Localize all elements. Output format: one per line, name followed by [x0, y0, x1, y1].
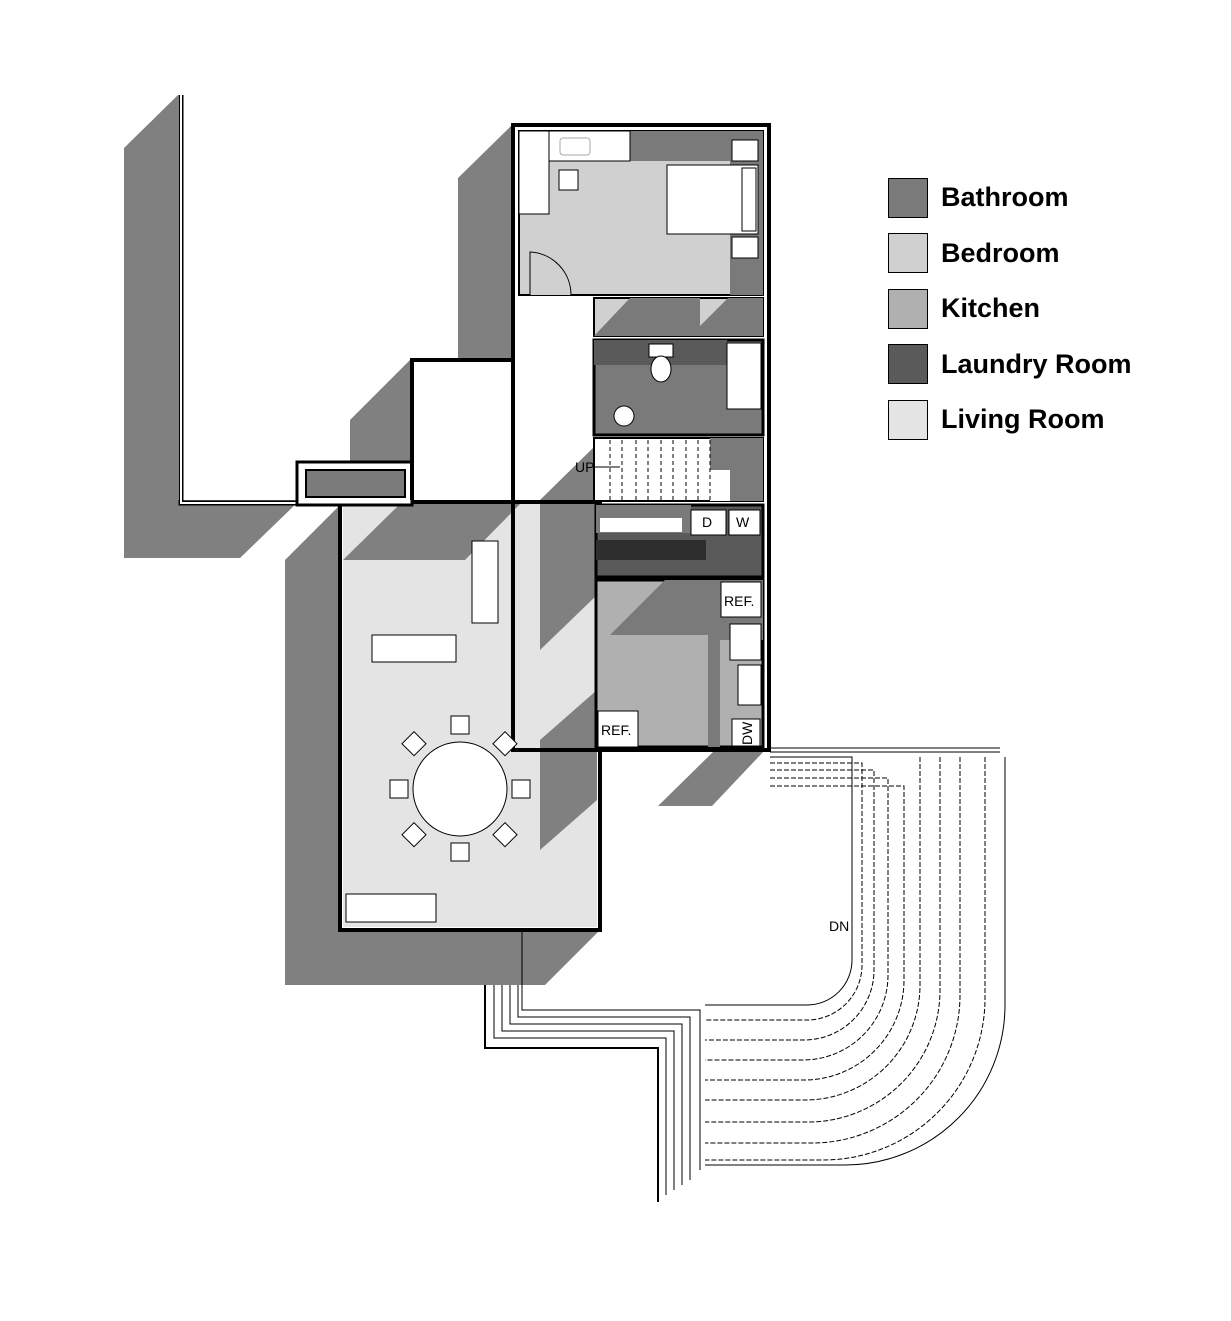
toilet-bowl: [650, 355, 672, 383]
sofa: [371, 634, 457, 663]
cabinet: [345, 893, 437, 923]
legend-item-bathroom: Bathroom: [888, 170, 1132, 226]
kitchen-sink: [737, 664, 762, 706]
legend-label: Laundry Room: [941, 348, 1132, 379]
stairs-down-label: DN: [829, 918, 849, 934]
bathtub: [726, 342, 762, 410]
exterior-wall-left: [178, 95, 300, 506]
legend-swatch: [888, 233, 928, 274]
staircase: [593, 437, 764, 502]
legend-swatch: [888, 399, 928, 440]
legend-label: Bedroom: [941, 237, 1060, 268]
building-wall: [511, 123, 771, 752]
washer: [728, 509, 761, 536]
legend: Bathroom Bedroom Kitchen Laundry Room Li…: [888, 170, 1132, 448]
deck-stairs: [484, 747, 1006, 1202]
refrigerator-kitchen-label: REF.: [724, 593, 754, 609]
legend-label: Kitchen: [941, 293, 1041, 324]
refrigerator-living: [597, 710, 639, 748]
toilet: [648, 343, 674, 358]
bedroom-door: [529, 251, 572, 296]
sofa: [471, 540, 499, 624]
legend-swatch: [888, 344, 928, 385]
stairs-up-label: UP: [575, 459, 594, 475]
stove: [729, 623, 762, 661]
legend-swatch: [888, 177, 928, 218]
dishwasher: [731, 718, 761, 747]
legend-item-living-room: Living Room: [888, 392, 1132, 448]
washer-label: W: [736, 514, 750, 530]
legend-label: Bathroom: [941, 182, 1069, 213]
refrigerator-living-label: REF.: [601, 722, 631, 738]
refrigerator-kitchen: [720, 581, 762, 618]
bedroom-chair: [558, 169, 579, 191]
sink: [613, 405, 635, 427]
legend-item-kitchen: Kitchen: [888, 281, 1132, 337]
dryer-label: D: [702, 514, 712, 530]
legend-label: Living Room: [941, 404, 1105, 435]
legend-item-laundry-room: Laundry Room: [888, 337, 1132, 393]
dining-chairs: [389, 715, 531, 862]
dining-table: [412, 741, 508, 837]
legend-item-bedroom: Bedroom: [888, 226, 1132, 282]
legend-swatch: [888, 288, 928, 329]
nightstand: [731, 236, 759, 259]
nightstand: [731, 139, 759, 162]
dryer: [690, 509, 727, 536]
dishwasher-label: DW: [739, 721, 755, 745]
